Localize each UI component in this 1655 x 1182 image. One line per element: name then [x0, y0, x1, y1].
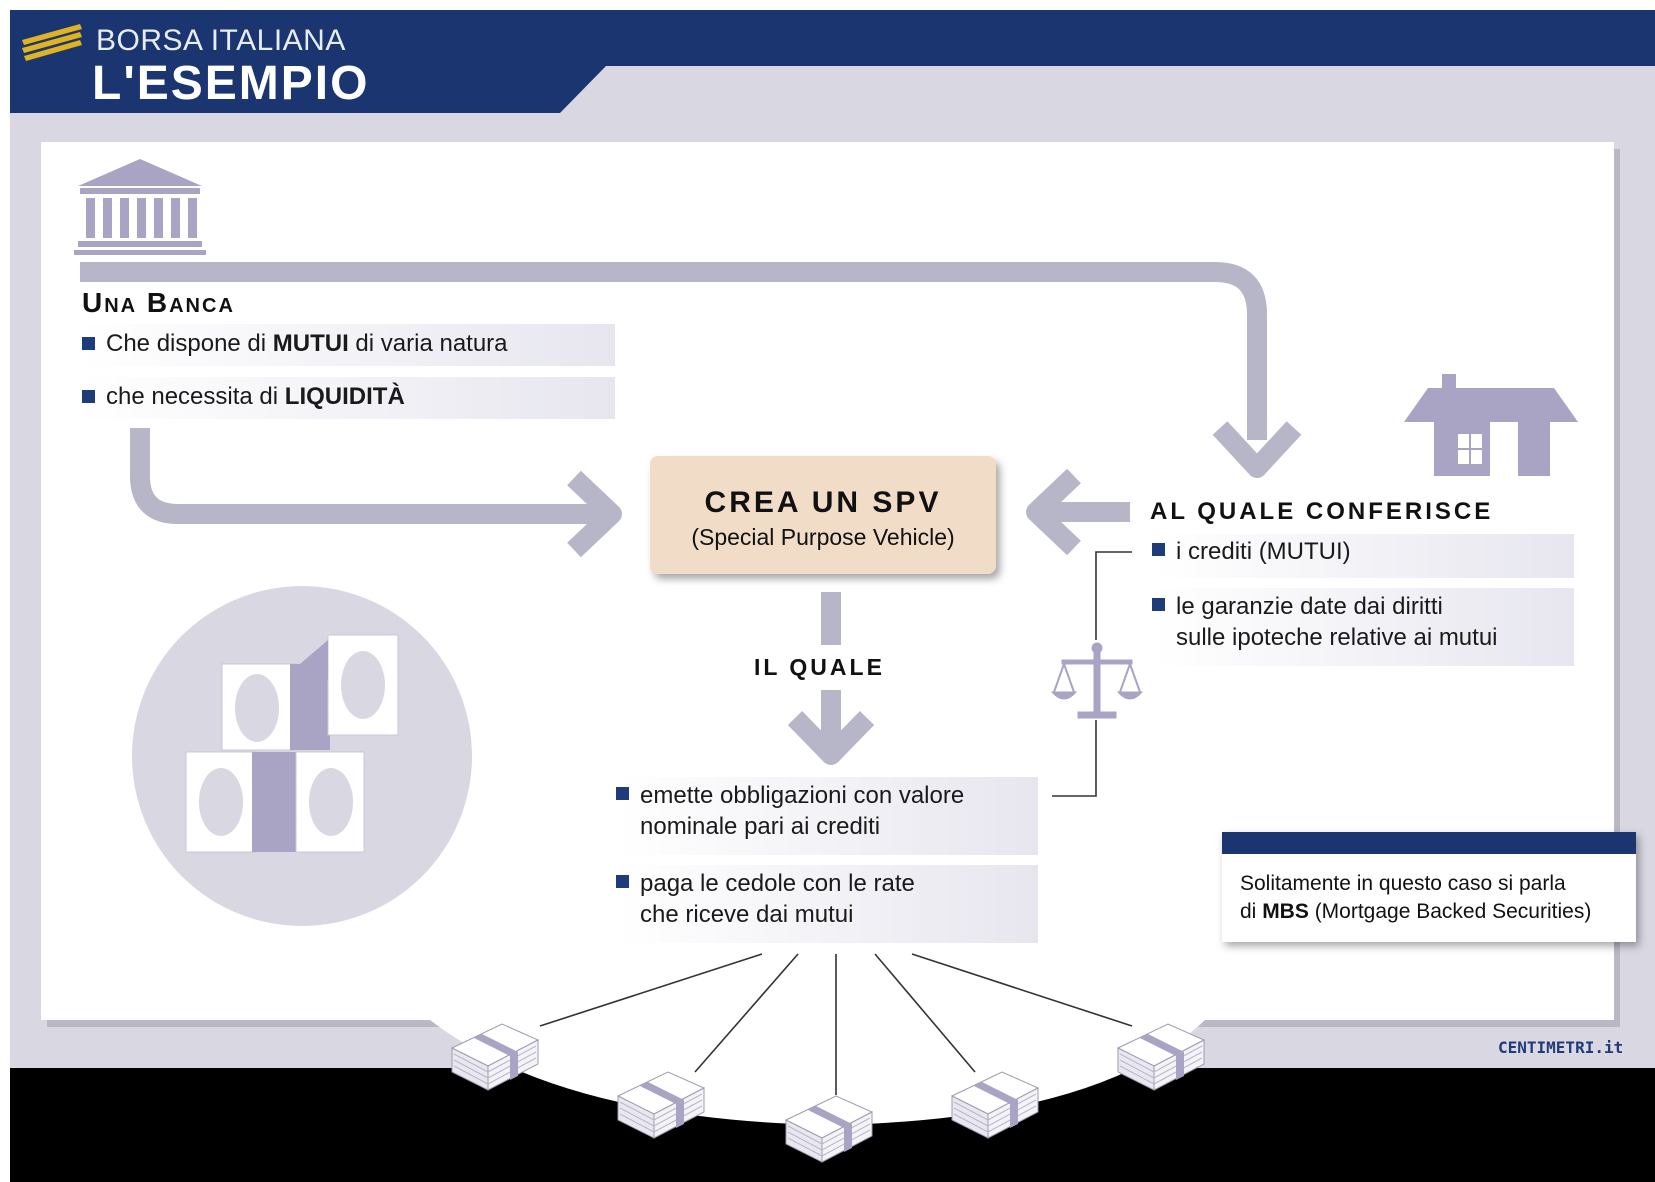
banknotes-icon — [132, 586, 472, 926]
scales-icon — [1050, 642, 1144, 719]
il-quale-item-1 — [618, 777, 1038, 855]
bank-heading: Una Banca — [82, 287, 235, 318]
spv-title: CREA UN SPV — [704, 486, 942, 519]
money-bundle-icon — [951, 1071, 1039, 1139]
bullet-icon — [82, 390, 95, 403]
bullet-icon — [616, 787, 629, 800]
borsa-logo-icon — [22, 24, 82, 61]
il-quale-item-1-line2: nominale pari ai crediti — [640, 813, 881, 840]
brand-name: BORSA ITALIANA — [96, 24, 346, 57]
bullet-icon — [82, 337, 95, 350]
bank-building-icon — [74, 159, 206, 255]
il-quale-item-2 — [618, 865, 1038, 943]
conferisce-item-2 — [1154, 588, 1574, 666]
arrow-bank-to-conferisce — [80, 262, 1302, 478]
il-quale-item-2-line1: paga le cedole con le rate — [640, 870, 915, 897]
note-text: Solitamente in questo caso si parla di M… — [1240, 872, 1592, 923]
scales-connector — [1052, 551, 1132, 797]
money-bundle-icon — [785, 1095, 873, 1163]
note-header-bar — [1222, 832, 1636, 854]
page-title: L'ESEMPIO — [92, 57, 370, 110]
bank-item-1 — [80, 324, 615, 366]
money-bundle-icon — [451, 1023, 539, 1091]
conferisce-item-1-text: i crediti (MUTUI) — [1176, 538, 1351, 565]
arrow-conferisce-to-spv — [1026, 468, 1130, 556]
arrow-spv-down — [787, 592, 875, 765]
conferisce-heading: AL QUALE CONFERISCE — [1150, 498, 1494, 525]
bank-item-2-text: che necessita di LIQUIDITÀ — [106, 383, 405, 410]
conferisce-item-1 — [1154, 534, 1574, 578]
arrow-bank-to-spv — [130, 428, 622, 558]
il-quale-item-2-line2: che riceve dai mutui — [640, 901, 854, 928]
conferisce-item-2-line2: sulle ipoteche relative ai mutui — [1176, 624, 1498, 651]
spv-box: CREA UN SPV (Special Purpose Vehicle) — [650, 456, 996, 574]
money-bundle-icon — [1117, 1023, 1205, 1091]
bank-item-1-text: Che dispone di MUTUI di varia natura — [106, 330, 508, 357]
bank-item-2 — [80, 377, 615, 419]
bullet-icon — [1152, 598, 1165, 611]
bullet-icon — [1152, 543, 1165, 556]
mbs-note: Solitamente in questo caso si parla di M… — [1222, 832, 1636, 942]
money-bundle-icon — [617, 1071, 705, 1139]
il-quale-item-1-line1: emette obbligazioni con valore — [640, 782, 965, 809]
header-band — [10, 10, 1655, 113]
il-quale-heading: IL QUALE — [754, 654, 885, 680]
bundle-lines — [539, 953, 1133, 1095]
spv-subtitle: (Special Purpose Vehicle) — [691, 524, 955, 550]
conferisce-item-2-line1: le garanzie date dai diritti — [1176, 593, 1443, 620]
credit-label: CENTIMETRI.it — [1498, 1038, 1624, 1057]
bullet-icon — [616, 875, 629, 888]
house-icon — [1404, 374, 1578, 476]
